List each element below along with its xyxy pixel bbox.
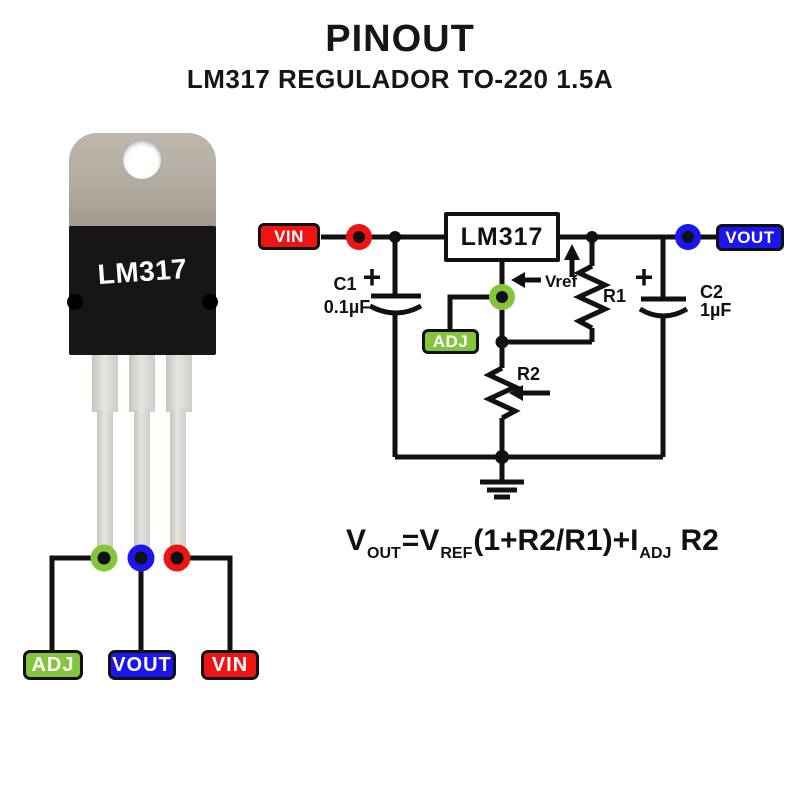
cap-c2-plate-curved: [638, 306, 689, 319]
to220-body-dimple-left: [67, 294, 83, 310]
r2-wiper-arrowhead: [509, 385, 523, 401]
wire-adj-pin: [49, 555, 104, 652]
schematic-adj-text: ADJ: [432, 331, 469, 351]
pin1-adj-center: [97, 551, 111, 565]
ic-lm317-label: LM317: [460, 222, 544, 251]
schematic-vout-label: VOUT: [716, 224, 784, 251]
c1-polarity-plus: +: [363, 259, 382, 295]
formula-v2: V: [419, 524, 440, 557]
schematic-adj-label: ADJ: [422, 329, 479, 354]
cap-c1-plate-curved: [368, 303, 423, 316]
adj-terminal-center: [496, 291, 508, 303]
vref-up-arrowhead: [564, 244, 580, 260]
schematic-vout-text: VOUT: [725, 227, 775, 247]
pin-label-adj-text: ADJ: [31, 653, 75, 676]
to220-body: [69, 226, 216, 355]
r1-label: R1: [603, 286, 626, 306]
formula-equals: =: [401, 524, 420, 557]
r2-label: R2: [517, 364, 540, 384]
junction-dot-adj: [495, 335, 509, 349]
formula-sub-ref: REF: [440, 545, 473, 562]
resistor-r2-zigzag: [483, 365, 521, 421]
pin-label-vout: VOUT: [108, 650, 176, 680]
vref-left-arrowhead: [511, 272, 525, 288]
ic-lm317-box: LM317: [444, 212, 560, 262]
schematic-vin-label: VIN: [258, 223, 320, 250]
schematic-vin-text: VIN: [274, 226, 304, 246]
page-subtitle: LM317 REGULADOR TO-220 1.5A: [186, 64, 614, 94]
resistor-r1-zigzag: [573, 263, 611, 331]
to220-leg1-lower: [97, 410, 113, 552]
c1-name: C1: [333, 274, 356, 294]
to220-leg1-upper: [92, 355, 118, 412]
pin-label-vin-text: VIN: [211, 653, 249, 676]
wire-vin-pin: [177, 555, 233, 652]
wire-adj-label: [447, 294, 502, 330]
to220-body-dimple-right: [202, 294, 218, 310]
to220-leg2-lower: [134, 410, 150, 552]
wires: [49, 234, 718, 652]
pin-label-vout-text: VOUT: [112, 653, 172, 676]
page-title: PINOUT: [325, 18, 475, 60]
formula-r2: R2: [680, 524, 719, 557]
junction-dot-c1: [389, 231, 401, 243]
c2-value: 1µF: [700, 300, 731, 320]
c2-name: C2: [700, 282, 723, 302]
formula-sub-adj: ADJ: [639, 545, 672, 562]
vin-terminal-center: [353, 231, 365, 243]
to220-leg3-upper: [166, 355, 192, 412]
pin2-vout-center: [134, 551, 148, 565]
junction-dot-ground: [495, 450, 509, 464]
formula-mid: (1+R2/R1)+I: [473, 524, 639, 557]
to220-leg3-lower: [170, 410, 186, 552]
to220-leg2-upper: [129, 355, 155, 412]
to220-mounting-hole: [123, 141, 161, 179]
vout-terminal-center: [682, 231, 694, 243]
pin-label-vin: VIN: [201, 650, 259, 680]
junction-dot-r1: [586, 231, 598, 243]
vref-label: Vref: [545, 272, 577, 291]
c1-value: 0.1µF: [324, 297, 370, 317]
pin-label-adj: ADJ: [23, 650, 83, 680]
formula-v1: V: [346, 524, 367, 557]
pin3-vin-center: [170, 551, 184, 565]
formula-sub-out: OUT: [367, 545, 401, 562]
c2-polarity-plus: +: [635, 259, 654, 295]
